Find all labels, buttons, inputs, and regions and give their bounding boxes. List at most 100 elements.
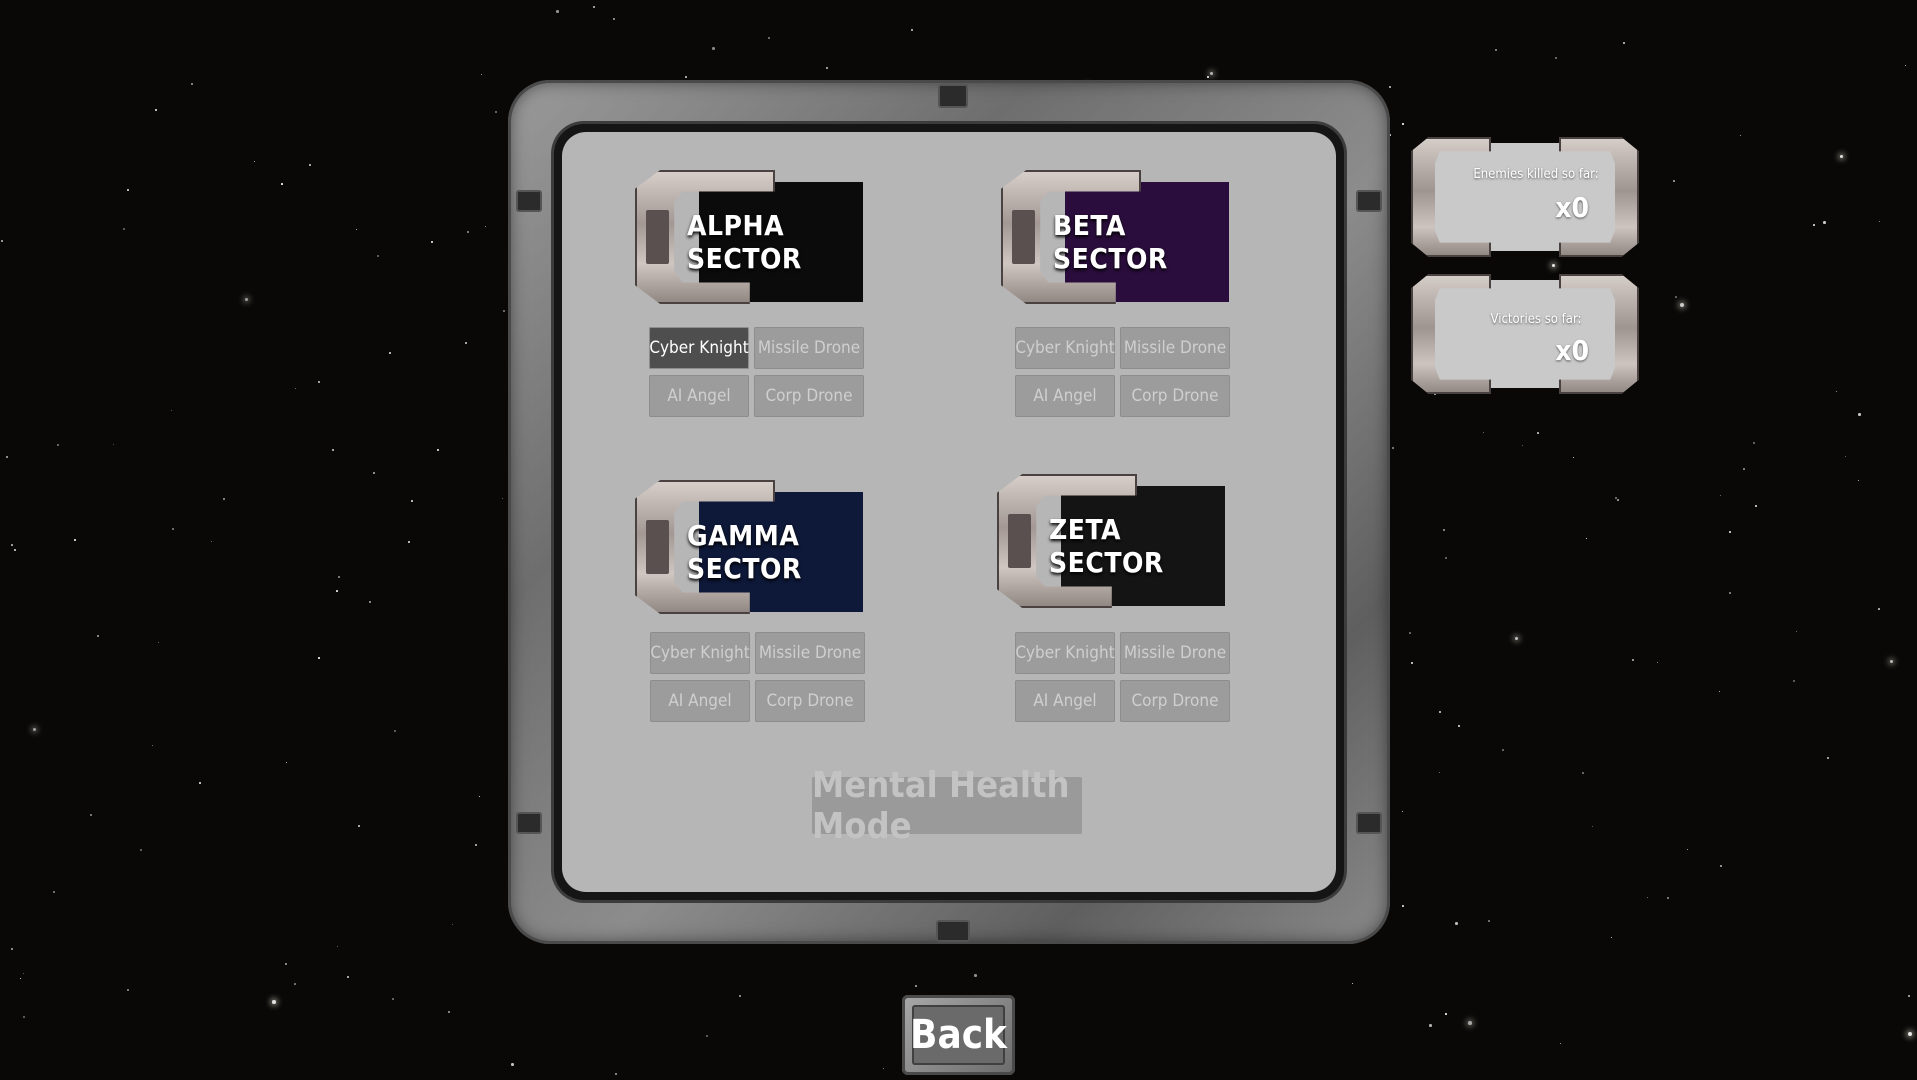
star <box>90 814 92 816</box>
star <box>1552 264 1555 267</box>
star <box>1729 531 1731 533</box>
sector-image <box>1065 182 1229 302</box>
star <box>1207 76 1209 78</box>
star <box>1879 221 1881 223</box>
star <box>295 388 297 390</box>
star <box>1675 296 1677 298</box>
star <box>479 796 481 798</box>
star <box>332 449 334 451</box>
star <box>20 978 22 980</box>
star <box>1573 457 1575 459</box>
alpha-ai-angel-button[interactable]: AI Angel <box>649 375 749 417</box>
star <box>318 657 320 659</box>
star <box>1623 42 1626 45</box>
star <box>1458 725 1460 727</box>
zeta-missile-drone-button[interactable]: Missile Drone <box>1120 632 1230 674</box>
alpha-corp-drone-button[interactable]: Corp Drone <box>754 375 864 417</box>
star <box>392 998 394 1000</box>
star <box>408 541 410 543</box>
star <box>485 226 487 228</box>
star <box>1443 529 1446 532</box>
star <box>1515 637 1519 641</box>
star <box>347 976 350 979</box>
enemies-killed-value: x0 <box>1555 191 1589 224</box>
beta-cyber-knight-button[interactable]: Cyber Knight <box>1015 327 1115 369</box>
star <box>437 449 439 451</box>
victories-label: Victories so far: <box>1490 312 1582 327</box>
sector-title: ALPHA SECTOR <box>687 209 802 275</box>
beta-ai-angel-button[interactable]: AI Angel <box>1015 375 1115 417</box>
star <box>127 989 130 992</box>
enemies-killed-panel: Enemies killed so far: x0 <box>1411 137 1639 257</box>
star <box>431 241 434 244</box>
star <box>1836 391 1838 393</box>
sector-card-alpha[interactable]: ALPHA SECTOR <box>635 170 863 304</box>
star <box>615 1073 617 1075</box>
star <box>448 1011 451 1014</box>
sector-card-beta[interactable]: BETA SECTOR <box>1001 170 1229 304</box>
star <box>113 444 115 446</box>
frame-rivet <box>1356 812 1382 834</box>
gamma-cyber-knight-button[interactable]: Cyber Knight <box>650 632 750 674</box>
gamma-corp-drone-button[interactable]: Corp Drone <box>755 680 865 722</box>
star <box>1555 57 1558 60</box>
star <box>272 1000 276 1004</box>
stat-panel-bg <box>1429 143 1621 251</box>
star <box>1402 811 1404 813</box>
star <box>373 472 375 474</box>
beta-corp-drone-button[interactable]: Corp Drone <box>1120 375 1230 417</box>
star <box>1840 155 1843 158</box>
victories-value: x0 <box>1555 334 1589 367</box>
star <box>1673 180 1675 182</box>
star <box>1522 445 1523 446</box>
star <box>337 946 339 948</box>
star <box>593 6 596 9</box>
star <box>1582 772 1584 774</box>
gamma-missile-drone-button[interactable]: Missile Drone <box>755 632 865 674</box>
back-button[interactable]: Back <box>902 995 1015 1075</box>
beta-missile-drone-button[interactable]: Missile Drone <box>1120 327 1230 369</box>
star <box>1753 442 1756 445</box>
sector-select-window <box>508 80 1390 944</box>
sector-image <box>699 492 863 612</box>
mental-health-mode-button[interactable]: Mental Health Mode <box>812 765 1082 847</box>
star <box>53 891 55 893</box>
star <box>394 730 396 732</box>
star <box>685 76 687 78</box>
star <box>1813 224 1815 226</box>
sector-title: ZETA SECTOR <box>1049 513 1164 579</box>
star <box>1560 1043 1562 1045</box>
star <box>739 995 741 997</box>
sector-card-zeta[interactable]: ZETA SECTOR <box>997 474 1225 608</box>
sector-image <box>1061 486 1225 606</box>
star <box>1858 413 1861 416</box>
alpha-missile-drone-button[interactable]: Missile Drone <box>754 327 864 369</box>
zeta-cyber-knight-button[interactable]: Cyber Knight <box>1015 632 1115 674</box>
star <box>1908 1032 1913 1037</box>
star <box>1719 691 1721 693</box>
gamma-ai-angel-button[interactable]: AI Angel <box>650 680 750 722</box>
alpha-cyber-knight-button[interactable]: Cyber Knight <box>649 327 749 369</box>
frame-rivet <box>938 84 968 108</box>
star <box>281 183 283 185</box>
star <box>389 352 392 355</box>
star <box>1905 65 1907 67</box>
star <box>245 298 249 302</box>
star <box>915 985 917 987</box>
star <box>1502 749 1504 751</box>
zeta-ai-angel-button[interactable]: AI Angel <box>1015 680 1115 722</box>
star <box>465 342 468 345</box>
star <box>171 410 173 412</box>
star <box>1632 659 1634 661</box>
star <box>127 189 129 191</box>
star <box>503 310 506 313</box>
sector-image <box>699 182 863 302</box>
star <box>369 601 372 604</box>
star <box>152 745 154 747</box>
star <box>74 539 76 541</box>
star <box>1667 897 1670 900</box>
sector-card-gamma[interactable]: GAMMA SECTOR <box>635 480 863 614</box>
zeta-corp-drone-button[interactable]: Corp Drone <box>1120 680 1230 722</box>
star <box>123 228 126 231</box>
star <box>23 973 25 975</box>
